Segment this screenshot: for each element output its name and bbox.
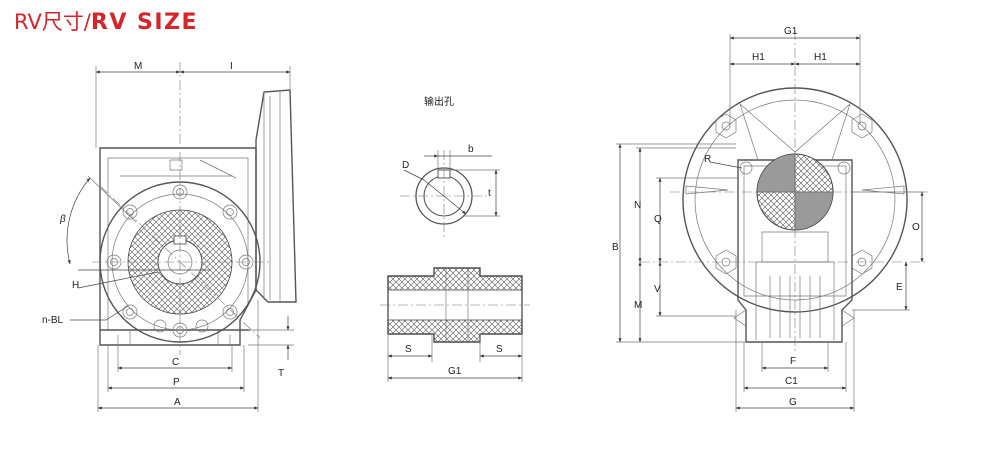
label-G: G bbox=[789, 397, 797, 408]
output-hole-heading: 输出孔 bbox=[424, 95, 454, 108]
label-S-right: S bbox=[496, 344, 503, 355]
front-view: M I β H n-BL C P A T bbox=[42, 61, 297, 412]
label-B: B bbox=[612, 242, 619, 253]
label-A: A bbox=[174, 397, 181, 408]
label-G1-side: G1 bbox=[784, 26, 798, 37]
label-H1-left: H1 bbox=[752, 52, 765, 63]
label-V: V bbox=[654, 284, 661, 295]
label-E: E bbox=[896, 282, 903, 293]
label-beta: β bbox=[59, 214, 66, 225]
label-M: M bbox=[134, 61, 142, 72]
label-n-BL: n-BL bbox=[42, 315, 64, 326]
title-english: RV SIZE bbox=[90, 10, 199, 35]
label-t: t bbox=[488, 188, 491, 199]
label-Q: Q bbox=[654, 214, 662, 225]
label-D: D bbox=[402, 160, 409, 171]
label-H: H bbox=[72, 280, 79, 291]
label-C1: C1 bbox=[785, 376, 798, 387]
page-title: RV尺寸/RV SIZE bbox=[14, 6, 198, 36]
label-b: b bbox=[468, 144, 474, 155]
title-chinese: RV尺寸/ bbox=[14, 10, 91, 34]
label-I: I bbox=[230, 61, 233, 72]
label-O: O bbox=[912, 222, 920, 233]
side-view: G1 H1 H1 R N Q B V M O E F C1 G bbox=[612, 26, 928, 412]
label-C: C bbox=[172, 357, 179, 368]
label-P: P bbox=[173, 377, 180, 388]
label-G1-sleeve: G1 bbox=[448, 366, 462, 377]
label-R: R bbox=[704, 154, 711, 165]
output-hole-views: 输出孔 b t D S S bbox=[380, 95, 530, 382]
label-F: F bbox=[790, 356, 796, 367]
label-H1-right: H1 bbox=[814, 52, 827, 63]
label-T: T bbox=[278, 368, 284, 379]
label-M-side: M bbox=[634, 300, 642, 311]
label-N: N bbox=[634, 200, 641, 211]
label-S-left: S bbox=[405, 344, 412, 355]
